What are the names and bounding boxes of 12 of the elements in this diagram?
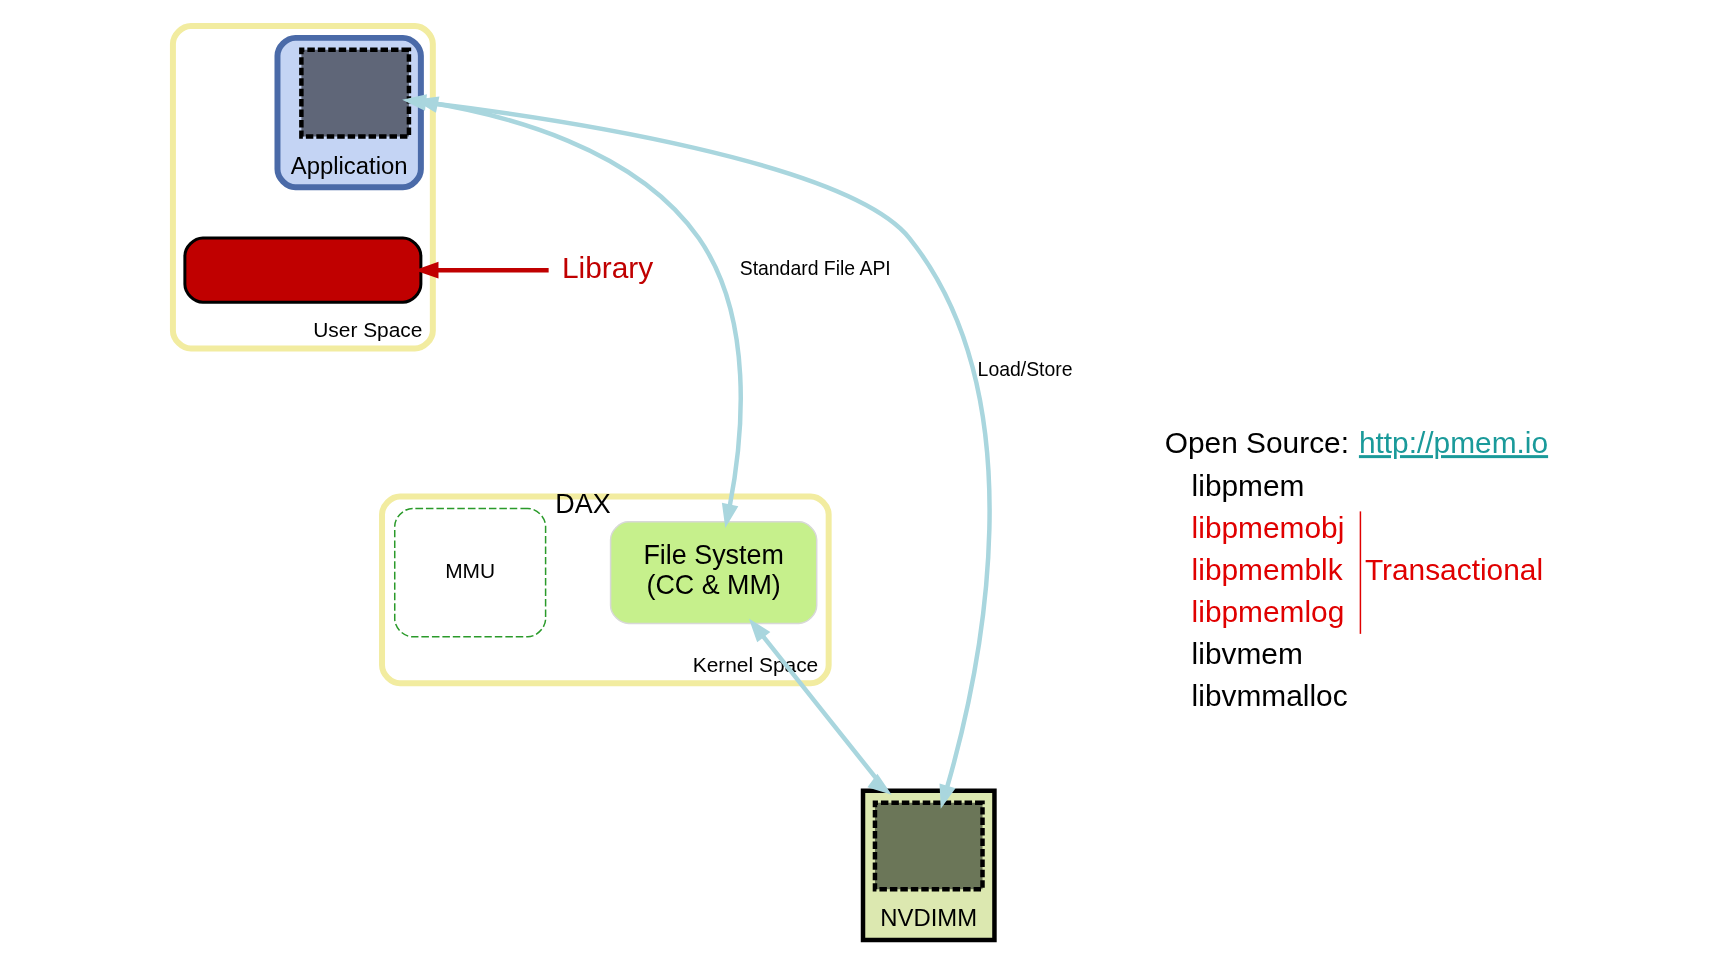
- label: libvmmalloc: [1191, 678, 1348, 712]
- label: libvmem: [1191, 636, 1303, 670]
- label: libpmemlog: [1191, 594, 1344, 628]
- label: http://pmem.io: [1358, 426, 1548, 460]
- label: libpmemblk: [1191, 553, 1343, 587]
- edge-label: Load/Store: [977, 358, 1073, 381]
- label: Open Source:: [1164, 426, 1349, 460]
- label: libpmem: [1191, 469, 1304, 503]
- edge-label: Standard File API: [739, 257, 891, 280]
- node-text: Library: [561, 250, 653, 284]
- label: libpmemobj: [1191, 511, 1344, 545]
- label: Transactional: [1364, 553, 1543, 587]
